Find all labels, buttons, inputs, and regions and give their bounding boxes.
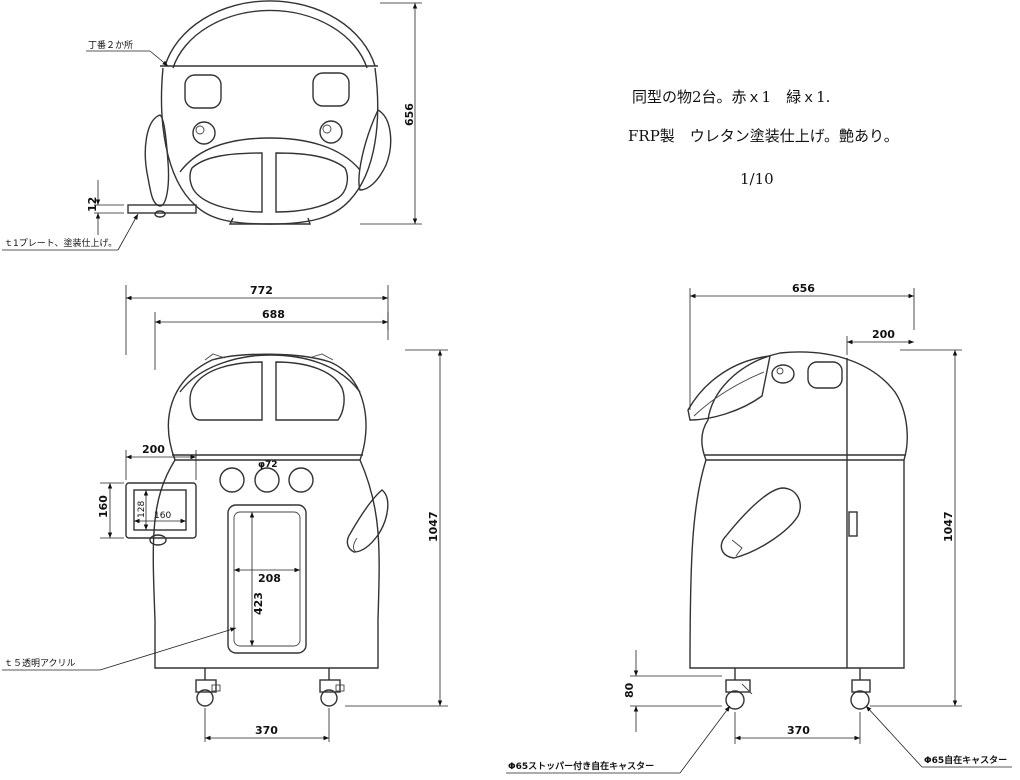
top-view-window-arc [179, 137, 361, 173]
top-view-outer-ring [164, 0, 376, 67]
front-view-button-2 [254, 467, 280, 493]
side-view: 656 200 1047 80 370 Φ65ストッパー付き自在キャスター Φ6… [506, 282, 1012, 774]
dim-window-width: 208 [258, 572, 281, 585]
side-view-body [689, 459, 905, 669]
front-view-side-panel [125, 482, 197, 539]
side-view-caster-stopper [725, 668, 753, 710]
side-view-arm [720, 487, 801, 559]
dim-top-view-height: 656 [403, 103, 416, 126]
front-view-window-left [189, 361, 263, 421]
spec-note-quantity: 同型の物2台。赤ｘ1 緑ｘ1. [632, 88, 831, 106]
caster-label: Φ65自在キャスター [924, 754, 1007, 766]
front-view-caster-left [195, 668, 221, 707]
dim-body-width: 688 [262, 308, 285, 321]
front-view-window-right [275, 361, 345, 421]
top-view-left-eye-pad [184, 74, 222, 109]
front-view: 772 688 200 160 128 160 φ72 208 423 [2, 284, 448, 742]
side-view-button [771, 364, 795, 384]
dim-side-caster-span: 370 [787, 724, 810, 737]
front-view-screen [133, 489, 187, 531]
front-view-body [152, 459, 380, 669]
top-view: 丁番２か所 ｔ1プレート、塗装仕上げ。 12 656 [2, 0, 422, 251]
front-view-visor [179, 354, 361, 393]
dim-screen-height: 128 [137, 501, 147, 518]
dim-side-height: 1047 [942, 511, 955, 542]
dim-window-height: 423 [252, 592, 265, 615]
top-view-window-right [275, 152, 349, 213]
scale-note: 1/10 [740, 170, 774, 188]
hinge-label: 丁番２か所 [88, 39, 133, 51]
top-view-head [160, 67, 379, 225]
top-view-left-button [192, 121, 216, 145]
dim-screen-width: 160 [154, 511, 171, 521]
front-view-button-3 [288, 467, 314, 493]
side-view-eye-pad [807, 361, 843, 389]
top-view-plate [127, 204, 197, 214]
side-view-head [701, 351, 908, 461]
plate-label: ｔ1プレート、塗装仕上げ。 [4, 237, 117, 249]
side-view-visor [687, 355, 771, 421]
dim-panel-width: 200 [142, 443, 165, 456]
front-view-arm [346, 489, 389, 553]
side-view-caster [850, 668, 871, 710]
top-view-right-eye-pad [312, 72, 350, 107]
dim-overall-width: 772 [250, 284, 273, 297]
side-view-door-handle [848, 511, 858, 537]
spec-note-material: FRP製 ウレタン塗装仕上げ。艶あり。 [628, 127, 899, 145]
stopper-caster-label: Φ65ストッパー付き自在キャスター [508, 760, 654, 772]
dim-front-caster-span: 370 [255, 724, 278, 737]
front-view-head [167, 353, 367, 461]
top-view-left-arm [144, 114, 170, 207]
dim-front-height: 1047 [427, 511, 440, 542]
dim-button-diameter: φ72 [258, 460, 278, 470]
top-view-right-button [319, 120, 343, 144]
front-view-caster-right [319, 668, 345, 707]
front-view-button-1 [219, 467, 245, 493]
dim-side-top: 200 [872, 328, 895, 341]
front-view-acrylic-window [227, 504, 307, 654]
top-view-window-left [189, 152, 263, 213]
dim-panel-height: 160 [97, 495, 110, 518]
acrylic-label: ｔ５透明アクリル [4, 658, 76, 669]
top-view-right-arm [358, 109, 392, 191]
dim-plate-thickness: 12 [86, 197, 99, 212]
dim-side-width: 656 [792, 282, 815, 295]
dim-caster-height: 80 [623, 682, 636, 698]
